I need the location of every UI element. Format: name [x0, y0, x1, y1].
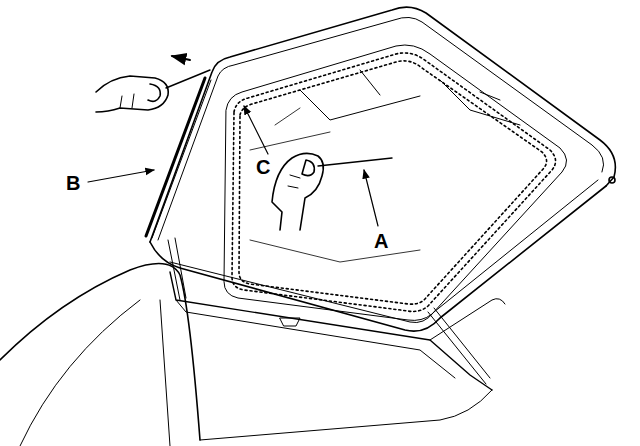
- callout-letter: B: [64, 172, 82, 194]
- callout-letter: C: [254, 156, 272, 178]
- seal-dotted: [232, 53, 556, 312]
- lid-outline: [150, 7, 615, 242]
- leader-line: [244, 106, 268, 154]
- leader-line: [364, 170, 378, 226]
- leader-line: [88, 170, 154, 182]
- callout-letter: A: [372, 230, 390, 252]
